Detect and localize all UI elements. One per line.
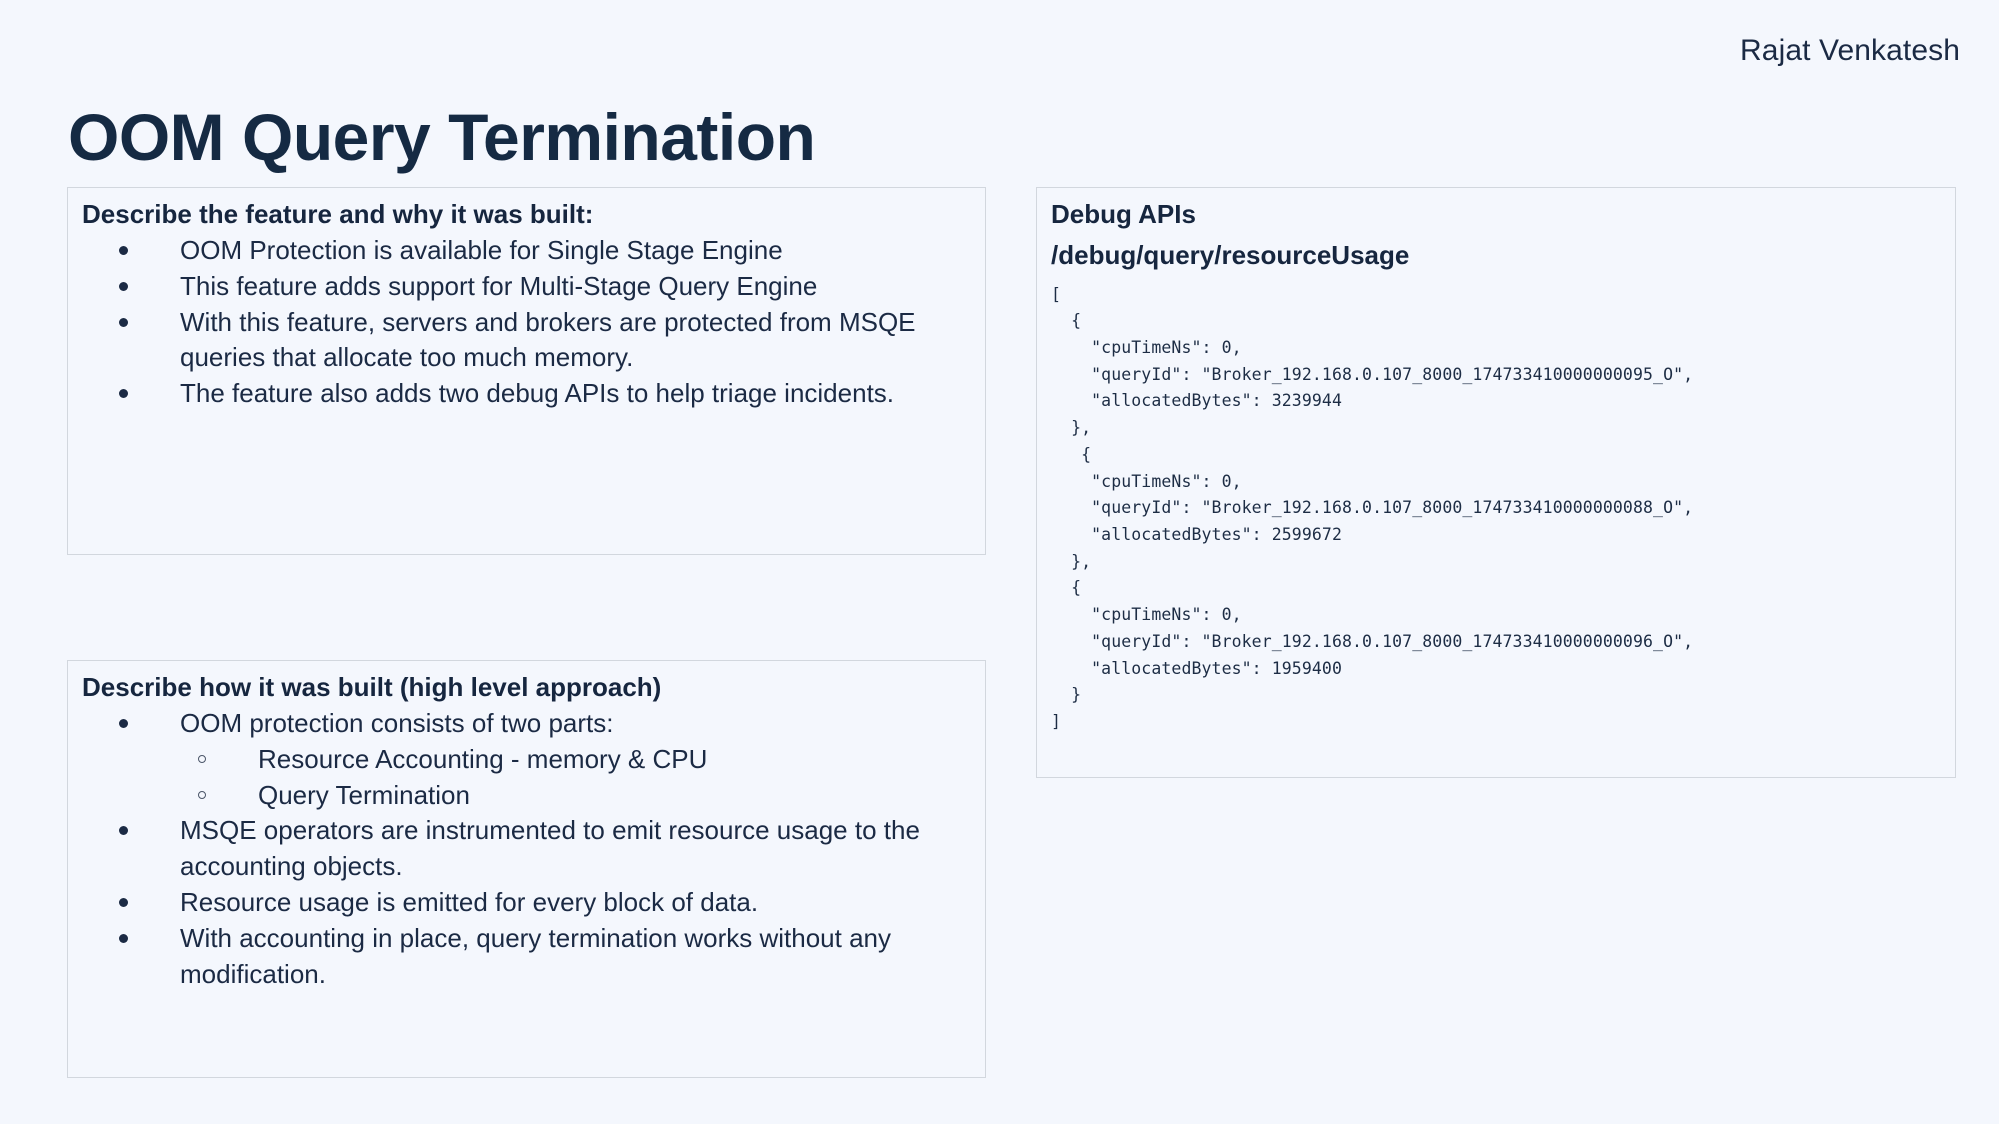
author-name: Rajat Venkatesh: [1740, 34, 1960, 67]
bullet-dot-icon: [119, 934, 128, 943]
list-item: With this feature, servers and brokers a…: [82, 305, 969, 377]
bullet-dot-icon: [119, 245, 128, 255]
sub-list-item-text: Resource Accounting - memory & CPU: [258, 743, 708, 774]
list-item: Resource usage is emitted for every bloc…: [82, 885, 969, 921]
list-item: MSQE operators are instrumented to emit …: [82, 813, 969, 885]
bullet-dot-icon: [119, 826, 128, 836]
list-item-text: OOM Protection is available for Single S…: [180, 234, 783, 265]
feature-card-heading: Describe the feature and why it was buil…: [82, 199, 594, 229]
approach-bullet-list: OOM protection consists of two parts: Re…: [82, 706, 969, 993]
list-item: OOM protection consists of two parts: Re…: [82, 706, 969, 814]
approach-sub-list: Resource Accounting - memory & CPU Query…: [180, 742, 969, 814]
list-item-text: MSQE operators are instrumented to emit …: [180, 815, 920, 882]
debug-apis-card: Debug APIs /debug/query/resourceUsage [ …: [1036, 187, 1956, 778]
bullet-dot-icon: [119, 281, 128, 291]
feature-bullet-list: OOM Protection is available for Single S…: [82, 233, 969, 412]
list-item-text: Resource usage is emitted for every bloc…: [180, 887, 759, 918]
approach-card: Describe how it was built (high level ap…: [67, 660, 986, 1078]
list-item-text: OOM protection consists of two parts:: [180, 707, 614, 738]
list-item-text: With this feature, servers and brokers a…: [180, 306, 916, 373]
bullet-dot-icon: [119, 389, 128, 399]
list-item: OOM Protection is available for Single S…: [82, 233, 969, 269]
sub-list-item-text: Query Termination: [258, 779, 470, 810]
list-item-text: The feature also adds two debug APIs to …: [180, 378, 895, 409]
list-item: With accounting in place, query terminat…: [82, 921, 969, 993]
list-item-text: This feature adds support for Multi-Stag…: [180, 270, 818, 301]
page-title: OOM Query Termination: [68, 100, 816, 175]
sub-list-item: Resource Accounting - memory & CPU: [180, 742, 969, 778]
approach-card-heading: Describe how it was built (high level ap…: [82, 672, 662, 702]
debug-apis-heading: Debug APIs: [1051, 199, 1196, 229]
api-response-json: [ { "cpuTimeNs": 0, "queryId": "Broker_1…: [1051, 284, 1694, 732]
feature-card: Describe the feature and why it was buil…: [67, 187, 986, 555]
list-item: This feature adds support for Multi-Stag…: [82, 269, 969, 305]
sub-list-item: Query Termination: [180, 778, 969, 814]
list-item-text: With accounting in place, query terminat…: [180, 923, 892, 989]
bullet-circle-icon: [198, 754, 206, 763]
list-item: The feature also adds two debug APIs to …: [82, 376, 969, 412]
bullet-dot-icon: [119, 317, 128, 327]
bullet-dot-icon: [119, 898, 128, 908]
bullet-circle-icon: [198, 790, 206, 799]
bullet-dot-icon: [119, 718, 128, 728]
api-endpoint-path: /debug/query/resourceUsage: [1051, 239, 1410, 270]
